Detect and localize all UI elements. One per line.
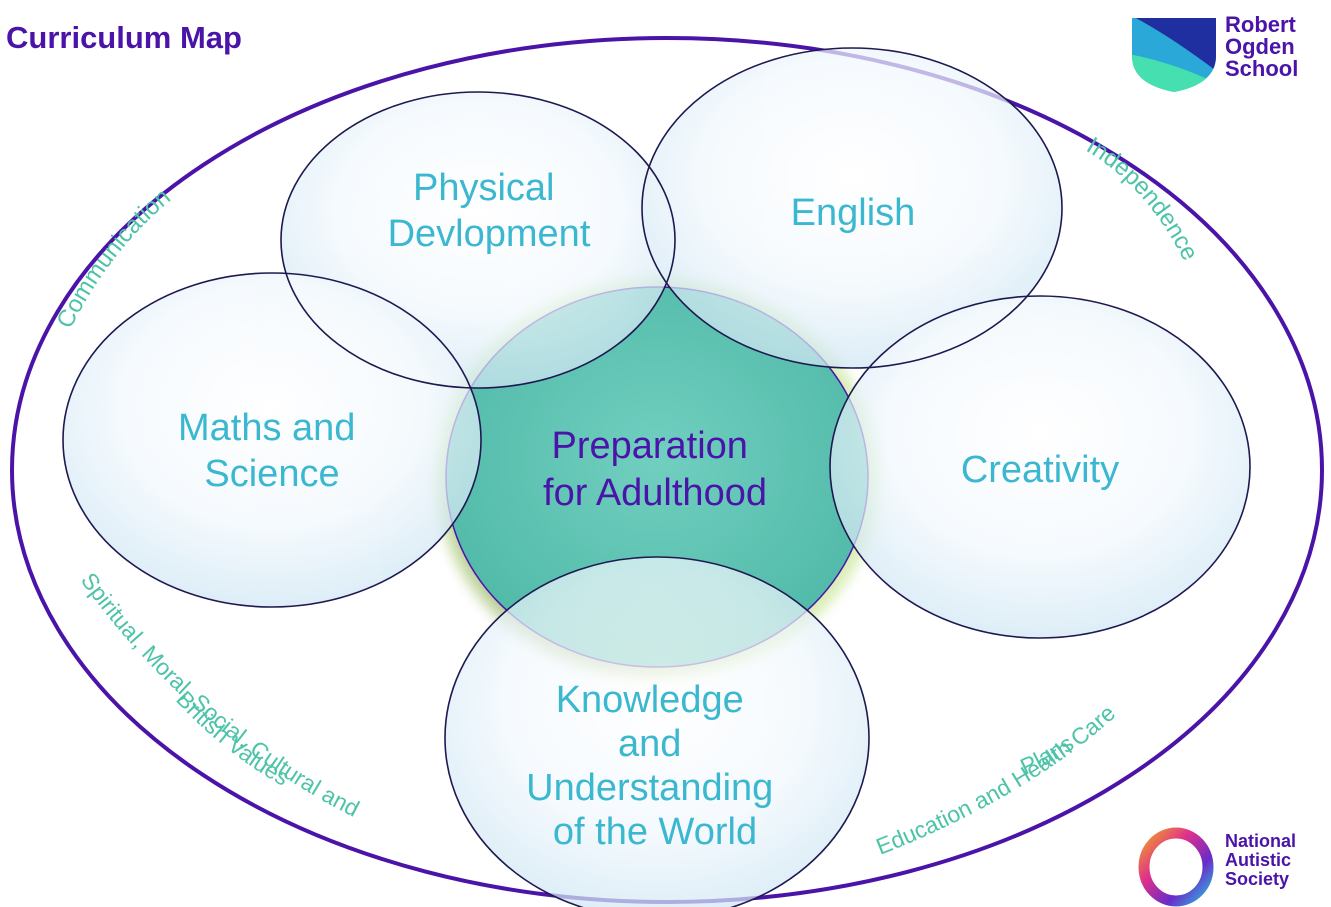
page-title: Curriculum Map xyxy=(6,20,242,55)
center-label: Preparation for Adulthood xyxy=(543,425,767,514)
english-circle xyxy=(642,48,1062,368)
independence-label: Independence xyxy=(1082,132,1203,265)
physical-label: Physical Devlopment xyxy=(388,167,591,255)
society-ring-icon xyxy=(1138,827,1214,907)
knowledge-outline xyxy=(444,556,870,907)
smsc-label-line2: British Values xyxy=(171,686,293,791)
society-logo-line: Society xyxy=(1225,868,1290,889)
school-logo-line: School xyxy=(1225,56,1299,81)
school-logo-text: Robert Ogden School xyxy=(1225,14,1298,80)
creativity-label: Creativity xyxy=(961,449,1119,491)
maths-label: Maths and Science xyxy=(178,407,366,495)
school-shield-icon xyxy=(1132,18,1216,92)
knowledge-circle xyxy=(445,557,869,907)
school-logo-line: Robert xyxy=(1225,12,1296,37)
english-label: English xyxy=(791,192,916,234)
society-logo-line: National xyxy=(1225,831,1297,851)
knowledge-label: Knowledge and Understanding of the World xyxy=(526,679,784,853)
school-logo-line: Ogden xyxy=(1225,34,1295,59)
creativity-circle xyxy=(830,296,1250,638)
society-logo-text: National Autistic Society xyxy=(1225,832,1296,889)
maths-outline xyxy=(62,272,482,608)
ehc-label-line1: Education and Health Care xyxy=(872,700,1120,860)
society-logo-line: Autistic xyxy=(1225,849,1292,870)
physical-outline xyxy=(280,91,676,389)
english-outline xyxy=(641,47,1063,369)
creativity-outline xyxy=(829,295,1251,639)
maths-circle xyxy=(63,273,481,607)
